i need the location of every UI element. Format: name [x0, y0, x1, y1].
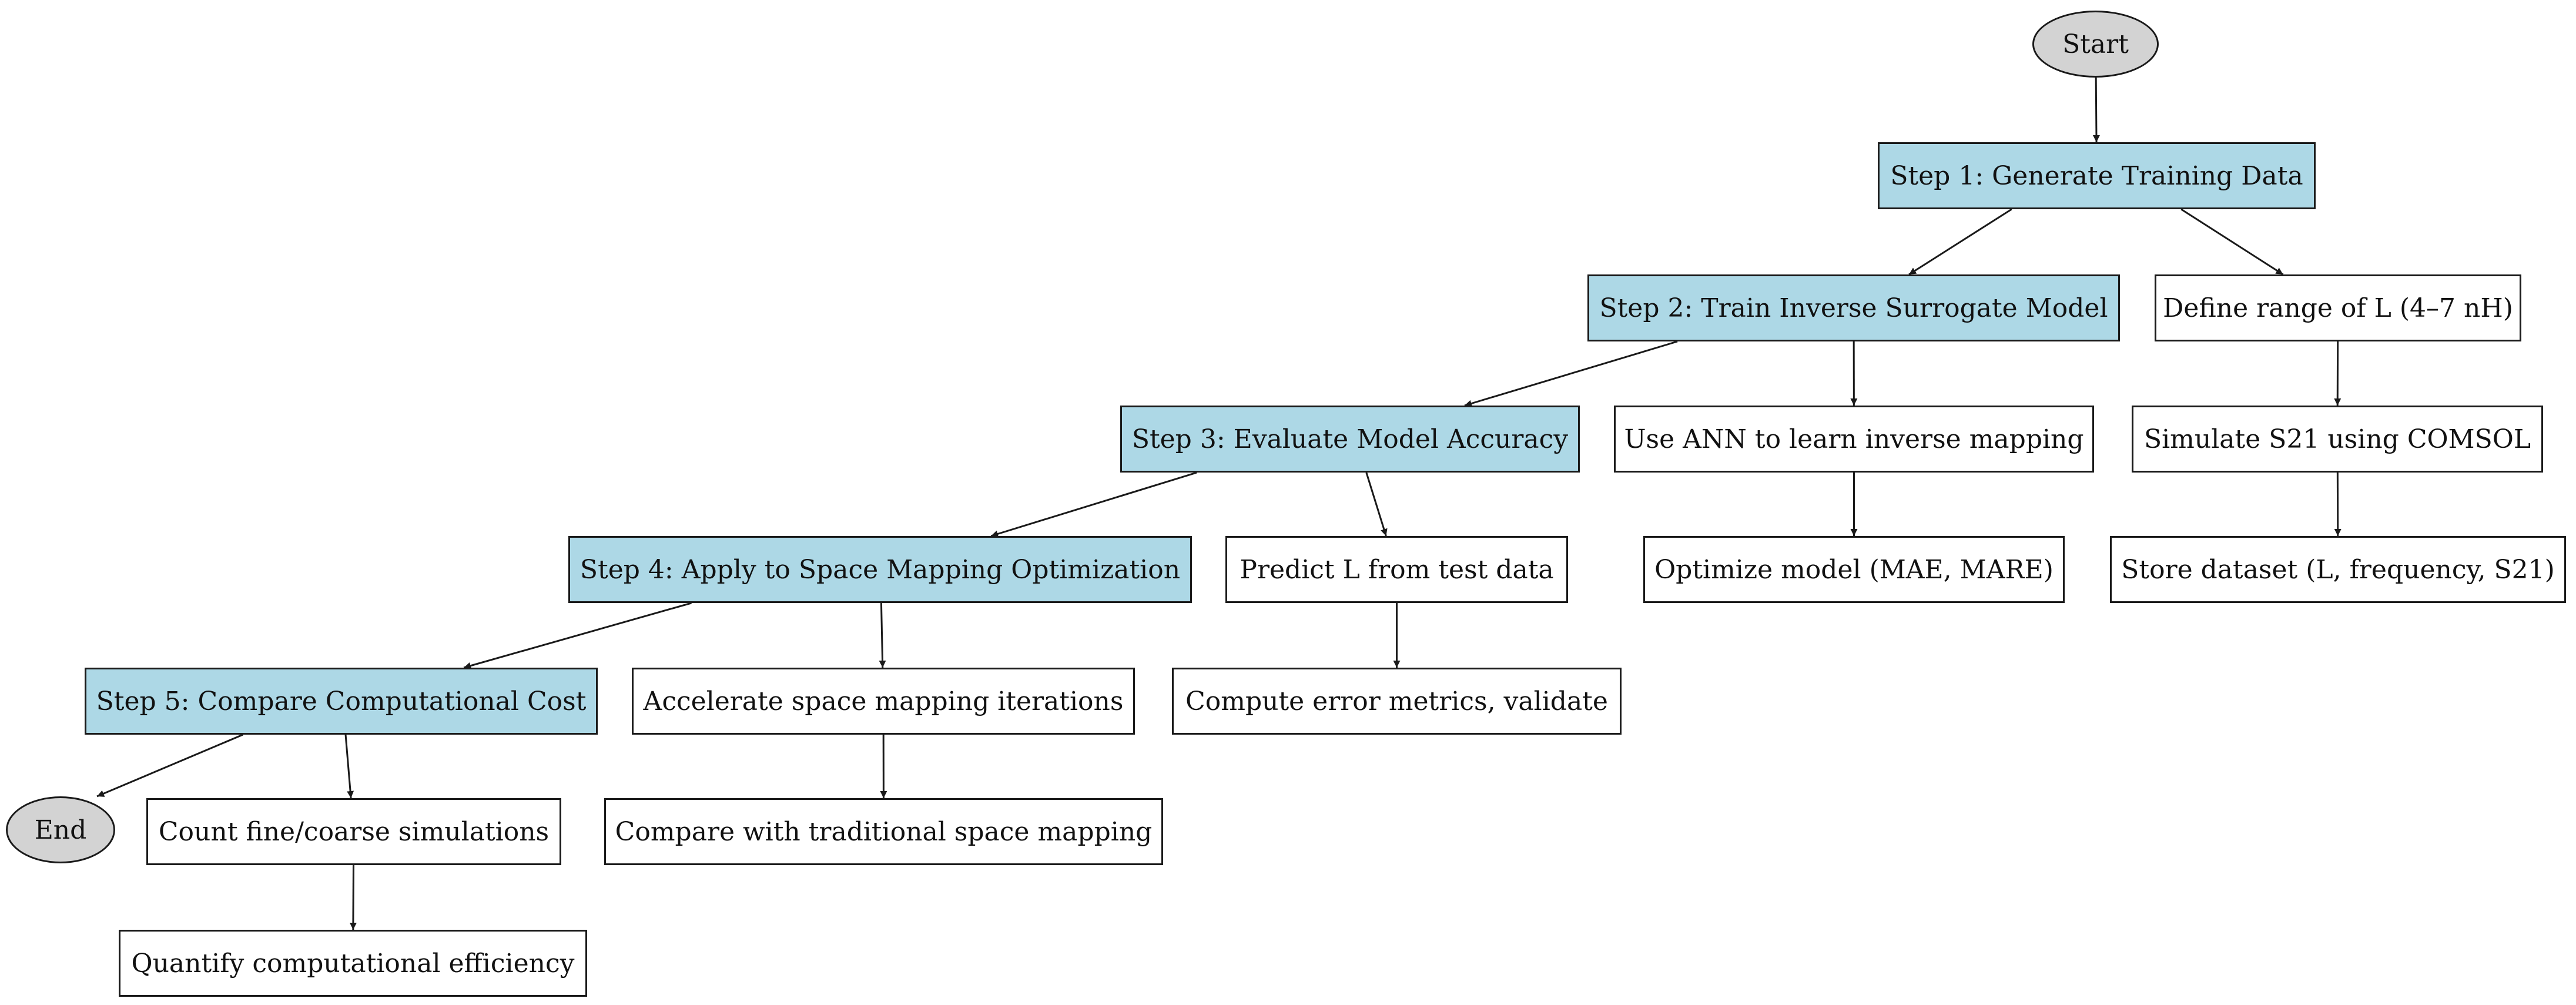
step-3-node: Step 3: Evaluate Model Accuracy — [1120, 406, 1580, 473]
store-dataset-node: Store dataset (L, frequency, S21) — [2110, 536, 2566, 603]
start-node: Start — [2032, 11, 2159, 78]
optimize-model-node: Optimize model (MAE, MARE) — [1643, 536, 2065, 603]
edge-step4-step5 — [463, 602, 692, 669]
quantify-eff-node: Quantify computational efficiency — [119, 930, 587, 997]
predict-l-node: Predict L from test data — [1225, 536, 1568, 603]
edge-step4-accelerate_sm — [879, 602, 886, 668]
compare-traditional-node: Compare with traditional space mapping — [604, 798, 1163, 865]
compute-error-node: Compute error metrics, validate — [1172, 668, 1622, 735]
edge-step2-step3 — [1464, 340, 1678, 407]
edge-step1-define_range — [2180, 208, 2284, 276]
simulate-s21-node: Simulate S21 using COMSOL — [2132, 406, 2543, 473]
step-1-node: Step 1: Generate Training Data — [1878, 142, 2316, 209]
step-2-node: Step 2: Train Inverse Surrogate Model — [1587, 274, 2120, 341]
edge-step1-step2 — [1908, 208, 2012, 276]
define-range-node: Define range of L (4–7 nH) — [2155, 274, 2521, 341]
step-4-node: Step 4: Apply to Space Mapping Optimizat… — [568, 536, 1192, 603]
use-ann-node: Use ANN to learn inverse mapping — [1614, 406, 2094, 473]
count-sims-node: Count fine/coarse simulations — [146, 798, 561, 865]
accelerate-sm-node: Accelerate space mapping iterations — [632, 668, 1135, 735]
step-5-node: Step 5: Compare Computational Cost — [85, 668, 598, 735]
edge-count_sims-quantify_eff — [349, 865, 357, 930]
edge-step3-predict_l — [1365, 472, 1388, 537]
edge-step5-end — [96, 733, 243, 798]
edge-step3-step4 — [990, 471, 1197, 538]
end-node: End — [6, 796, 115, 863]
edge-step5-count_sims — [344, 734, 354, 799]
